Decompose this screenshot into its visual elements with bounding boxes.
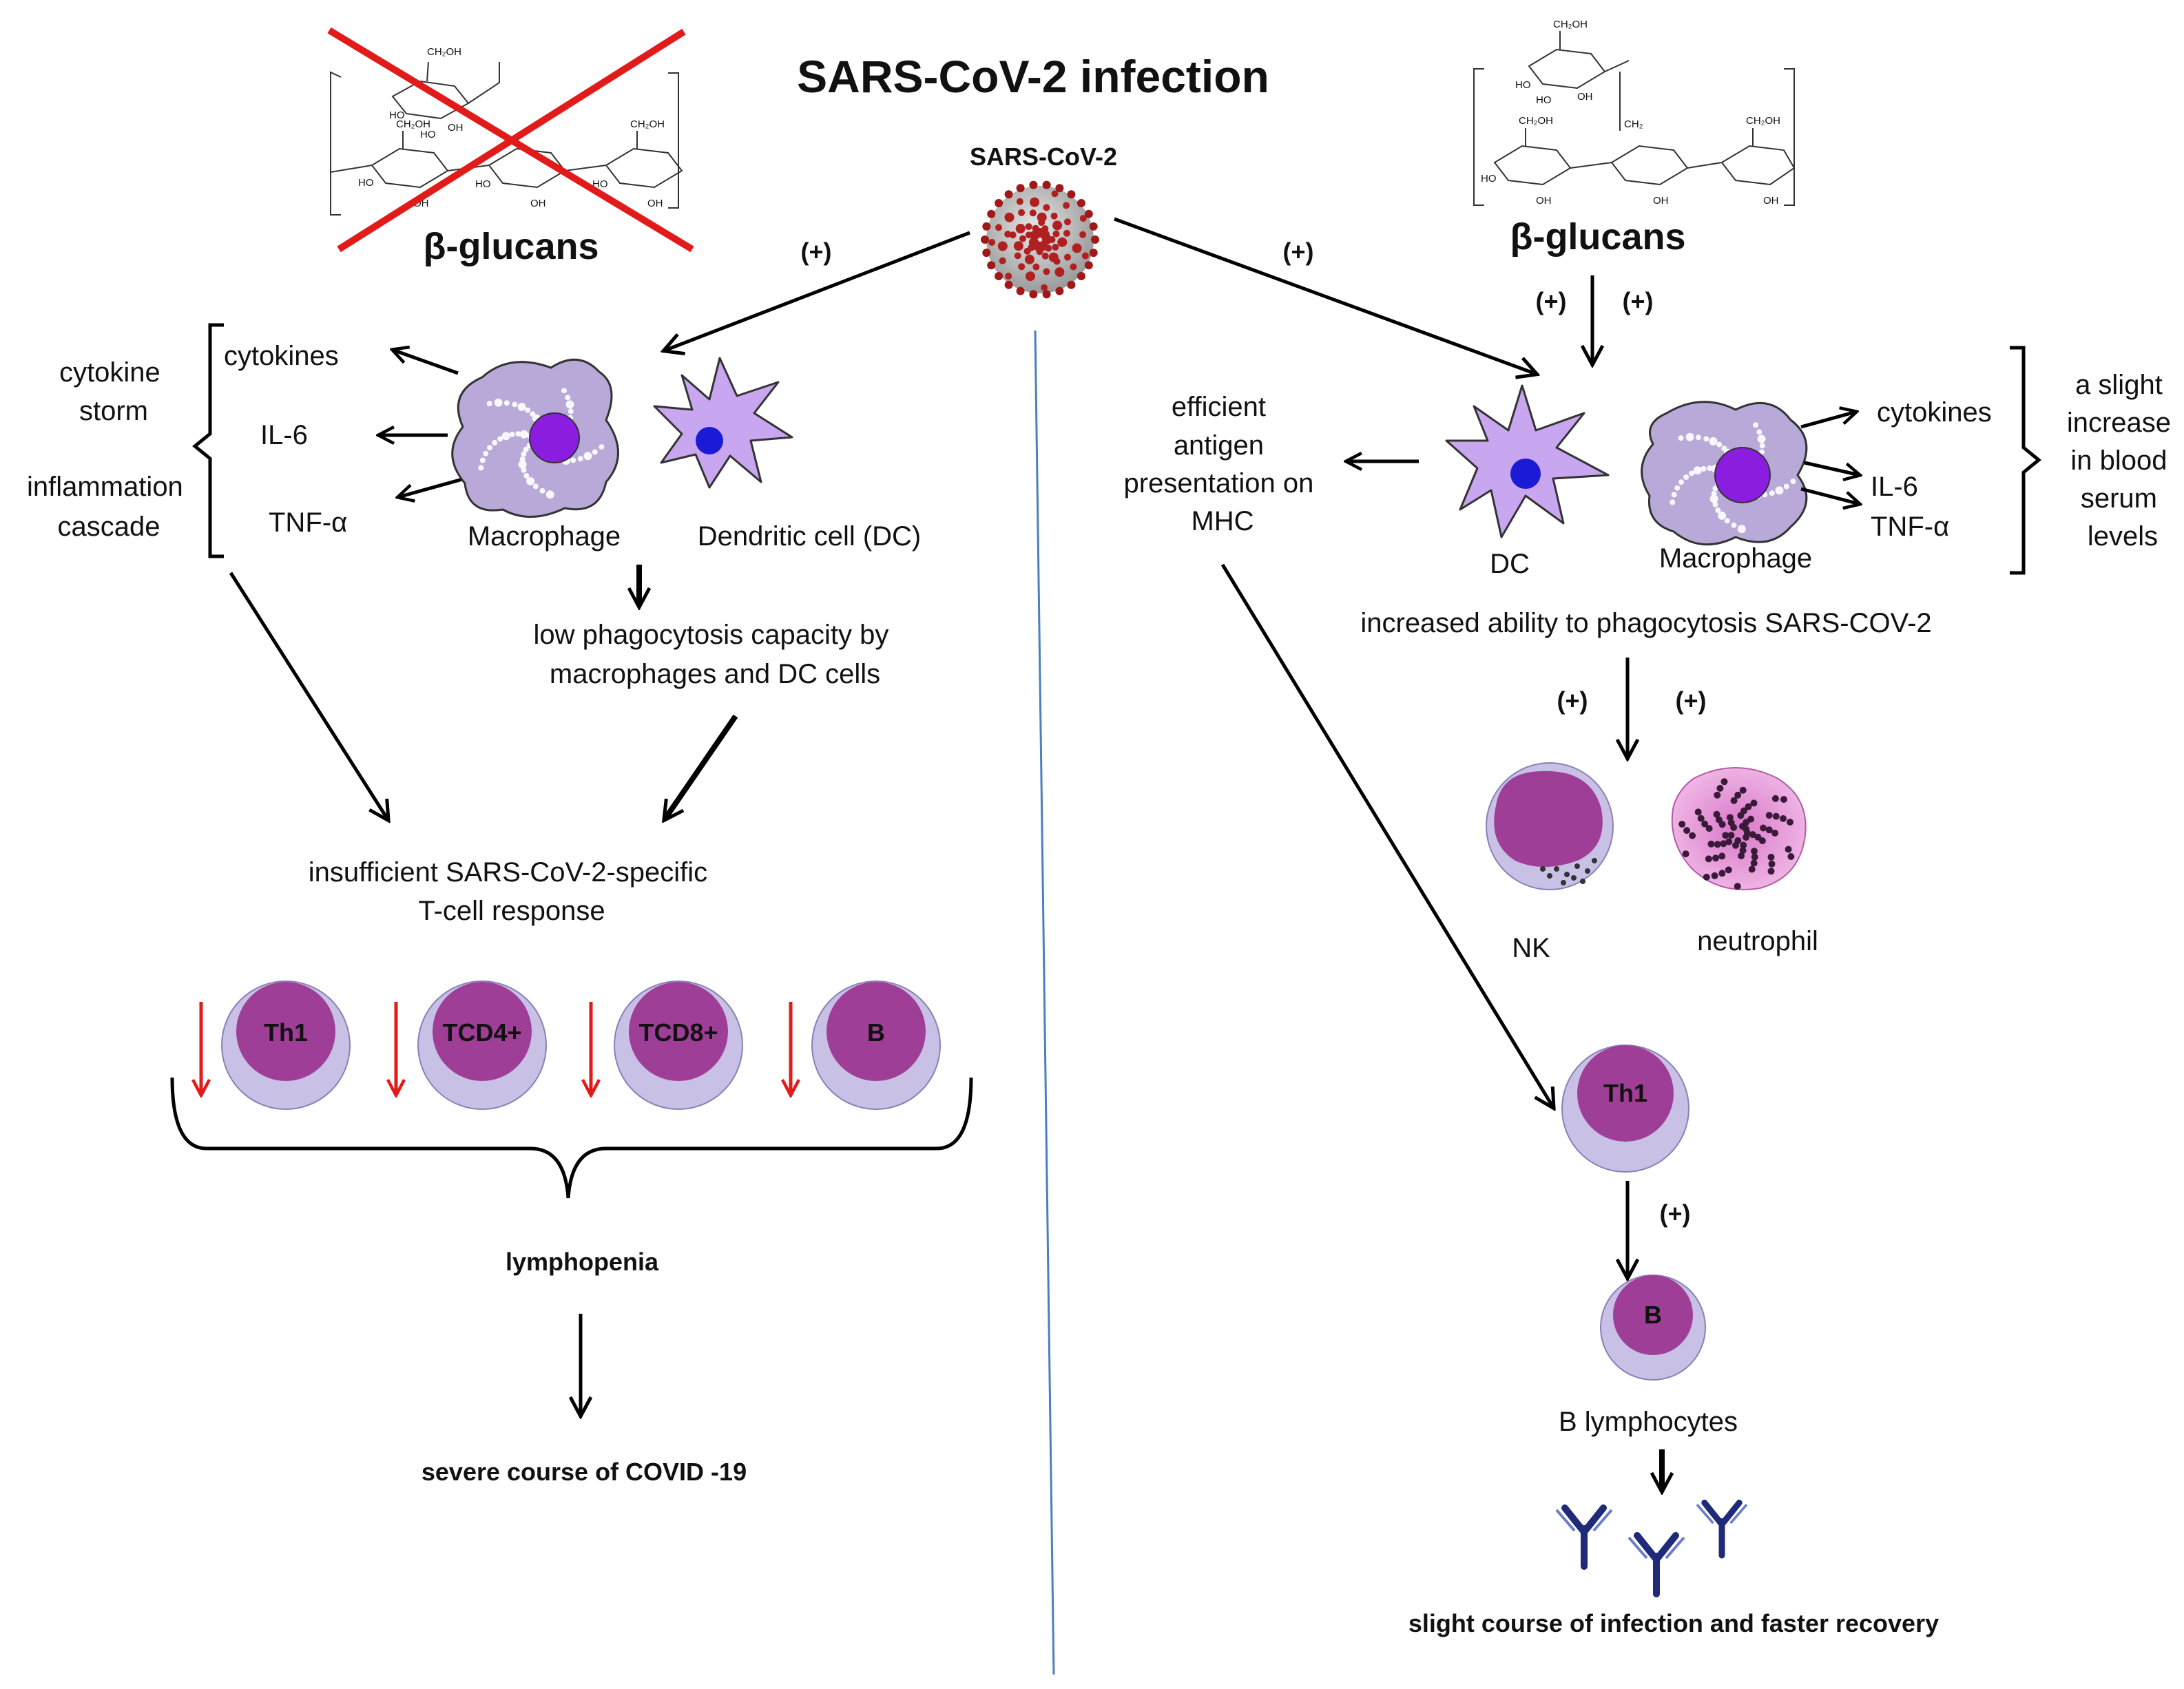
svg-text:CH₂OH: CH₂OH [1519,115,1553,127]
right-glucans-label: β-glucans [1510,216,1686,258]
right-macrophage-label: Macrophage [1659,543,1812,574]
antibody-icon [1696,1499,1748,1559]
right-plus-label: (+) [1283,238,1314,266]
left-dendritic-cell-icon [653,357,793,489]
red-cross-icon [327,27,694,253]
virus-to-right-arrow [1114,217,1536,374]
svg-text:CH₂OH: CH₂OH [1553,19,1588,30]
mediators-to-response-arrow [229,571,388,819]
left-macrophage-label: Macrophage [468,521,621,552]
nk-label: NK [1512,933,1550,963]
svg-text:CH₂: CH₂ [1624,118,1643,130]
antigen-to-th1-arrow [1220,563,1553,1107]
lymphocyte-curly-bracket [170,1077,973,1199]
left-cell-label: Th1 [264,1018,308,1047]
right-curly-bracket [2010,346,2041,575]
svg-text:CH₂OH: CH₂OH [630,118,665,130]
svg-text:OH: OH [1536,195,1552,207]
right-macrophage-icon [1641,401,1808,546]
right-glucan-structure-icon: CH₂OH HO HO OH CH₂ CH₂OH CH₂OH HO OH OH … [1473,19,1796,207]
lymphopenia-label: lymphopenia [506,1248,659,1276]
left-outcome-label: severe course of COVID -19 [422,1458,747,1486]
svg-text:OH: OH [1653,195,1669,207]
left-glucans-label: β-glucans [424,226,599,267]
svg-text:CH₂OH: CH₂OH [396,118,430,130]
right-glucan-plus-2: (+) [1623,287,1654,315]
right-dendritic-cell-icon [1445,384,1610,538]
right-th1-cell-icon [1561,1045,1689,1173]
right-b-cell-icon [1600,1274,1706,1381]
left-cell-label: B [867,1018,885,1047]
left-glucan-structure-icon: CH₂OH HO HO OH CH₂OH CH₂OH HO OH OH OH H… [330,46,683,216]
svg-text:HO: HO [420,129,436,140]
svg-text:HO: HO [1515,79,1531,91]
left-curly-bracket [192,323,224,558]
svg-text:HO: HO [592,178,608,190]
svg-text:HO: HO [1481,173,1497,185]
to-right-tnf-arrow [1800,487,1860,504]
svg-text:OH: OH [1577,91,1593,103]
right-il6-label: IL-6 [1871,472,1918,502]
divider-line [1034,330,1055,1675]
nk-plus-label: (+) [1557,686,1588,715]
right-b-label: B [1644,1301,1662,1329]
right-outcome-label: slight course of infection and faster re… [1408,1609,1939,1637]
neutrophil-icon [1671,767,1807,890]
right-glucan-plus-1: (+) [1536,287,1567,315]
to-tnf-arrow [398,476,466,497]
cytokine-storm-label: cytokine storm [59,357,168,426]
antibody-icon [1555,1504,1613,1570]
left-cytokines-label: cytokines [224,341,339,371]
to-cytokines-arrow [393,350,459,375]
svg-text:OH: OH [448,122,464,134]
virus-to-left-arrow [665,231,970,350]
th1-plus-label: (+) [1660,1199,1691,1228]
svg-text:HO: HO [358,177,374,189]
antigen-presentation-label: efficient antigen presentation on MHC [1124,392,1322,536]
svg-text:HO: HO [1536,94,1552,106]
svg-text:OH: OH [1763,195,1779,207]
left-cell-tcd8-icon [614,980,743,1110]
svg-text:CH₂OH: CH₂OH [427,46,461,58]
svg-text:CH₂OH: CH₂OH [1746,115,1780,127]
left-macrophage-icon [451,358,619,518]
to-right-cytokines-arrow [1800,412,1856,429]
left-cell-th1-icon [221,980,351,1110]
serum-levels-label: a slight increase in blood serum levels [2067,370,2178,552]
neutrophil-label: neutrophil [1697,926,1818,956]
low-phagocytosis-label: low phagocytosis capacity by macrophages… [534,620,897,689]
left-tnf-label: TNF-α [269,507,347,538]
neutrophil-plus-label: (+) [1676,686,1707,715]
antibody-icon [1627,1532,1685,1597]
left-cell-label: TCD8+ [638,1018,718,1047]
phago-to-response-arrow [665,714,738,819]
left-cell-label: TCD4+ [442,1018,521,1047]
virus-label: SARS-CoV-2 [970,143,1117,171]
left-dc-label: Dendritic cell (DC) [698,521,922,552]
svg-text:OH: OH [530,198,546,209]
svg-text:HO: HO [389,109,405,121]
right-cytokines-label: cytokines [1877,397,1992,428]
svg-text:HO: HO [475,178,491,190]
left-cell-tcd4-icon [417,980,547,1110]
increased-phagocytosis-label: increased ability to phagocytosis SARS-C… [1360,608,1931,638]
right-th1-label: Th1 [1603,1079,1647,1107]
svg-text:OH: OH [647,198,663,209]
to-right-il6-arrow [1804,461,1860,475]
left-il6-label: IL-6 [260,420,308,450]
right-tnf-label: TNF-α [1871,512,1949,542]
b-lymphocytes-label: B lymphocytes [1559,1407,1738,1437]
left-plus-label: (+) [801,238,832,266]
page-title: SARS-CoV-2 infection [797,51,1269,102]
right-dc-label: DC [1490,549,1530,579]
virus-icon [981,180,1099,299]
left-cell-b-icon [811,980,941,1110]
insufficient-response-label: insufficient SARS-CoV-2-specific T-cell … [309,857,716,926]
nk-cell-icon [1486,762,1614,890]
inflammation-cascade-label: inflammation cascade [27,472,191,542]
